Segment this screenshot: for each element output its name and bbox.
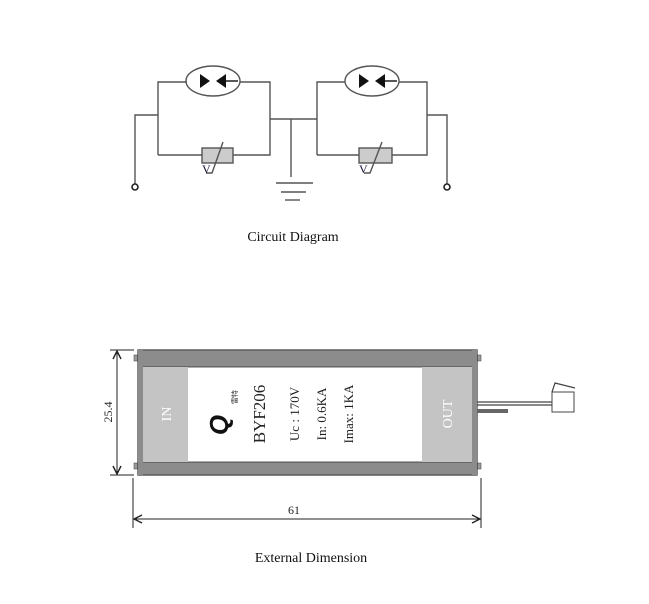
brand-logo: Q bbox=[204, 415, 234, 435]
dimension-lines bbox=[110, 349, 482, 528]
rj-connector-icon bbox=[477, 382, 576, 413]
varistor-label: V bbox=[359, 162, 368, 176]
varistor-icon bbox=[358, 147, 393, 164]
out-panel bbox=[422, 367, 472, 462]
in-panel bbox=[143, 367, 188, 462]
spec-uc: Uc : 170V bbox=[287, 386, 302, 441]
terminal-right-icon bbox=[443, 183, 451, 191]
varistor-label: V bbox=[202, 162, 211, 176]
right-protection-cell bbox=[316, 65, 451, 191]
terminal-left-icon bbox=[131, 183, 139, 191]
in-label: IN bbox=[160, 407, 175, 422]
top-rail bbox=[137, 349, 478, 368]
device-drawing: IN OUT Q 雷特 BYF206 Uc : 170V In: 0.6KA I… bbox=[133, 349, 576, 476]
gas-discharge-tube-icon bbox=[344, 65, 400, 97]
height-dimension-label: 25.4 bbox=[101, 402, 115, 423]
dimension-caption: External Dimension bbox=[255, 551, 367, 566]
spec-in: In: 0.6KA bbox=[314, 387, 329, 440]
width-dimension-label: 61 bbox=[288, 503, 300, 517]
model-label: BYF206 bbox=[250, 385, 269, 444]
left-protection-cell bbox=[131, 65, 271, 191]
bottom-rail bbox=[137, 461, 478, 476]
brand-text: 雷特 bbox=[230, 390, 239, 404]
spec-imax: Imax: 1KA bbox=[341, 384, 356, 443]
circuit-diagram bbox=[131, 65, 451, 201]
gas-discharge-tube-icon bbox=[185, 65, 241, 97]
out-label: OUT bbox=[441, 399, 456, 428]
circuit-caption: Circuit Diagram bbox=[247, 230, 338, 245]
ground-icon bbox=[276, 182, 313, 201]
